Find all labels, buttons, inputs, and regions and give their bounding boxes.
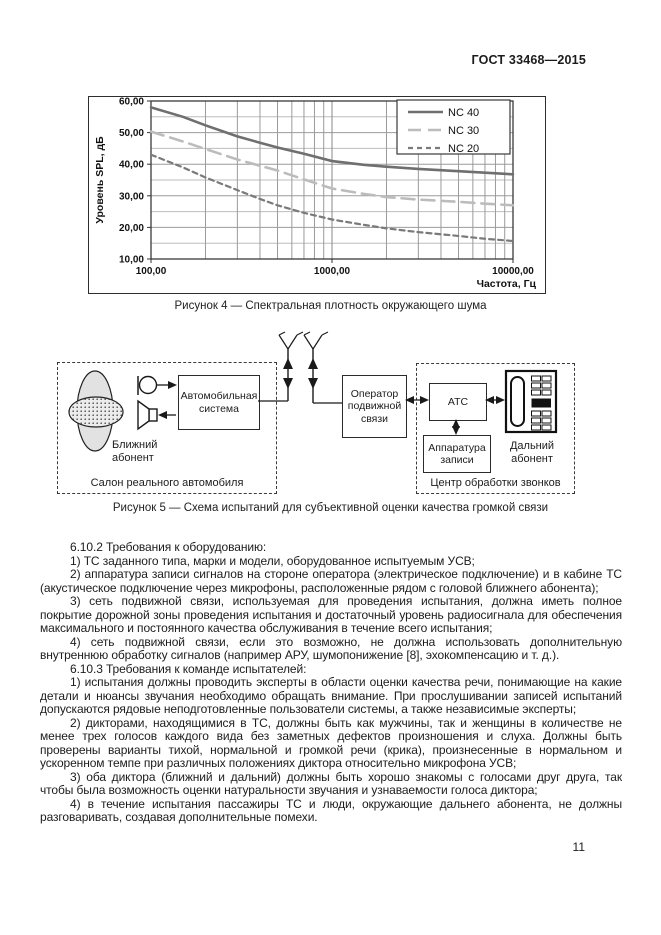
y-tick-label: 40,00 (119, 160, 144, 171)
microphone-icon (137, 375, 158, 395)
speaker-icon (137, 399, 158, 431)
ats-phone-arrow (485, 396, 505, 404)
figure5-diagram: Салон реального автомобиля Центр обработ… (0, 322, 661, 502)
paragraph: 4) сеть подвижной связи, если это возмож… (40, 634, 622, 662)
y-tick-label: 50,00 (119, 128, 144, 139)
paragraph: 1) ТС заданного типа, марки и модели, об… (70, 553, 475, 568)
system-to-speaker-arrow (158, 411, 176, 419)
mic-to-system-arrow (157, 381, 177, 389)
paragraph: 3) сеть подвижной связи, используемая дл… (40, 594, 622, 635)
near-subscriber-label: Ближний абонент (112, 439, 158, 464)
y-tick-label: 20,00 (119, 223, 144, 234)
call-center-zone: Центр обработки звонков (416, 363, 575, 494)
page-number: 11 (572, 840, 585, 854)
paragraph: 1) испытания должны проводить эксперты в… (40, 675, 622, 716)
call-center-zone-label: Центр обработки звонков (430, 477, 561, 489)
x-tick-label: 100,00 (136, 266, 167, 277)
figure5-caption: Рисунок 5 — Схема испытаний для субъекти… (112, 502, 549, 514)
antenna-icon (303, 331, 342, 404)
legend-label: NC 20 (448, 143, 479, 155)
legend-box (396, 99, 511, 155)
body-text: 6.10.2 Требования к оборудованию:1) ТС з… (40, 540, 622, 825)
antenna-icon (258, 331, 304, 402)
figure4-caption: Рисунок 4 — Спектральная плотность окруж… (174, 300, 487, 312)
recorder-box: Аппаратура записи (423, 435, 491, 473)
y-axis-label: Уровень SPL, дБ (94, 136, 106, 224)
diagram-graphics (68, 331, 558, 452)
ats-box: АТС (429, 383, 487, 421)
paragraph: 2) дикторами, находящимися в ТС, должны … (40, 715, 622, 770)
x-tick-label: 10000,00 (492, 266, 534, 277)
y-tick-label: 60,00 (119, 97, 144, 108)
car-cabin-zone-label: Салон реального автомобиля (90, 477, 244, 489)
paragraph: 3) оба диктора (ближний и дальний) должн… (40, 769, 622, 797)
document-header: ГОСТ 33468—2015 (471, 53, 586, 67)
car-system-box: Автомобильная система (178, 375, 260, 430)
x-axis-label: Частота, Гц (477, 278, 537, 290)
series-line-0 (149, 106, 515, 176)
y-tick-label: 30,00 (119, 191, 144, 202)
legend-label: NC 40 (448, 107, 479, 119)
operator-ats-arrow (405, 396, 429, 404)
x-tick-label: 1000,00 (314, 266, 351, 277)
phone-icon (504, 369, 558, 434)
far-subscriber-label: Дальний абонент (509, 440, 555, 465)
operator-box: Оператор подвижной связи (342, 375, 407, 438)
paragraph: 6.10.2 Требования к оборудованию: (70, 540, 267, 554)
paragraph: 4) в течение испытания пассажиры ТС и лю… (40, 796, 622, 824)
paragraph: 2) аппаратура записи сигналов на стороне… (40, 567, 622, 595)
legend-label: NC 30 (448, 125, 479, 137)
paragraph: 6.10.3 Требования к команде испытателей: (70, 661, 307, 676)
car-cabin-zone: Салон реального автомобиля (57, 362, 277, 494)
person-icon (68, 370, 124, 452)
series-line-2 (149, 153, 515, 243)
series-line-1 (149, 130, 515, 207)
ats-recorder-arrow (452, 419, 460, 435)
y-tick-label: 10,00 (119, 255, 144, 266)
